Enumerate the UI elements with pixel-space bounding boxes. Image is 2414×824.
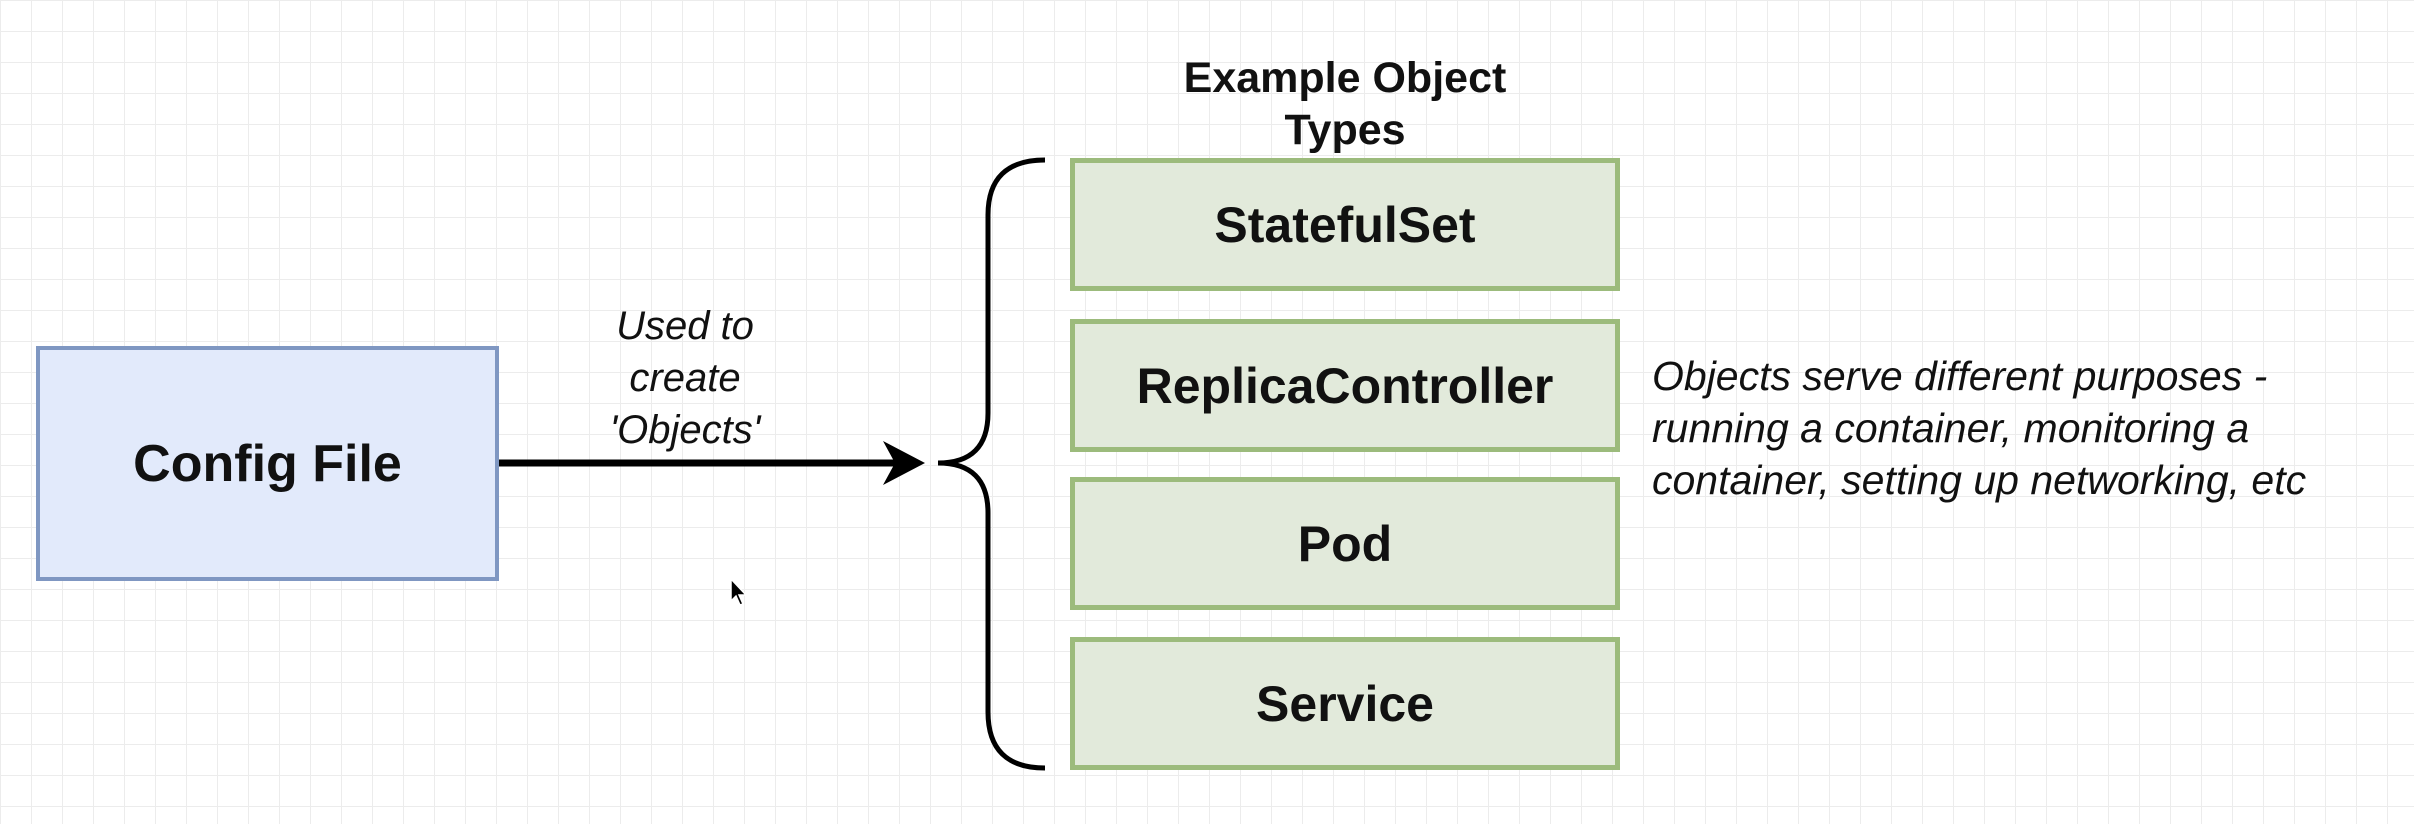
config-file-box[interactable]: Config File xyxy=(36,346,499,581)
note-text: Objects serve different purposes - runni… xyxy=(1652,353,2307,503)
config-file-label: Config File xyxy=(133,434,402,493)
mouse-cursor-icon xyxy=(730,578,748,606)
object-type-label: StatefulSet xyxy=(1214,196,1476,253)
object-type-label: ReplicaController xyxy=(1136,357,1554,414)
object-type-box-service[interactable]: Service xyxy=(1070,637,1620,770)
curly-brace xyxy=(937,157,1046,771)
object-type-label: Service xyxy=(1256,675,1434,732)
diagram-title: Example Object Types xyxy=(1183,54,1507,154)
object-type-box-statefulset[interactable]: StatefulSet xyxy=(1070,158,1620,291)
object-type-box-pod[interactable]: Pod xyxy=(1070,477,1620,610)
object-type-box-replicacontroller[interactable]: ReplicaController xyxy=(1070,319,1620,452)
arrow-head xyxy=(883,441,925,485)
object-type-label: Pod xyxy=(1297,515,1393,572)
arrow-label: Used to create 'Objects' xyxy=(609,304,761,452)
